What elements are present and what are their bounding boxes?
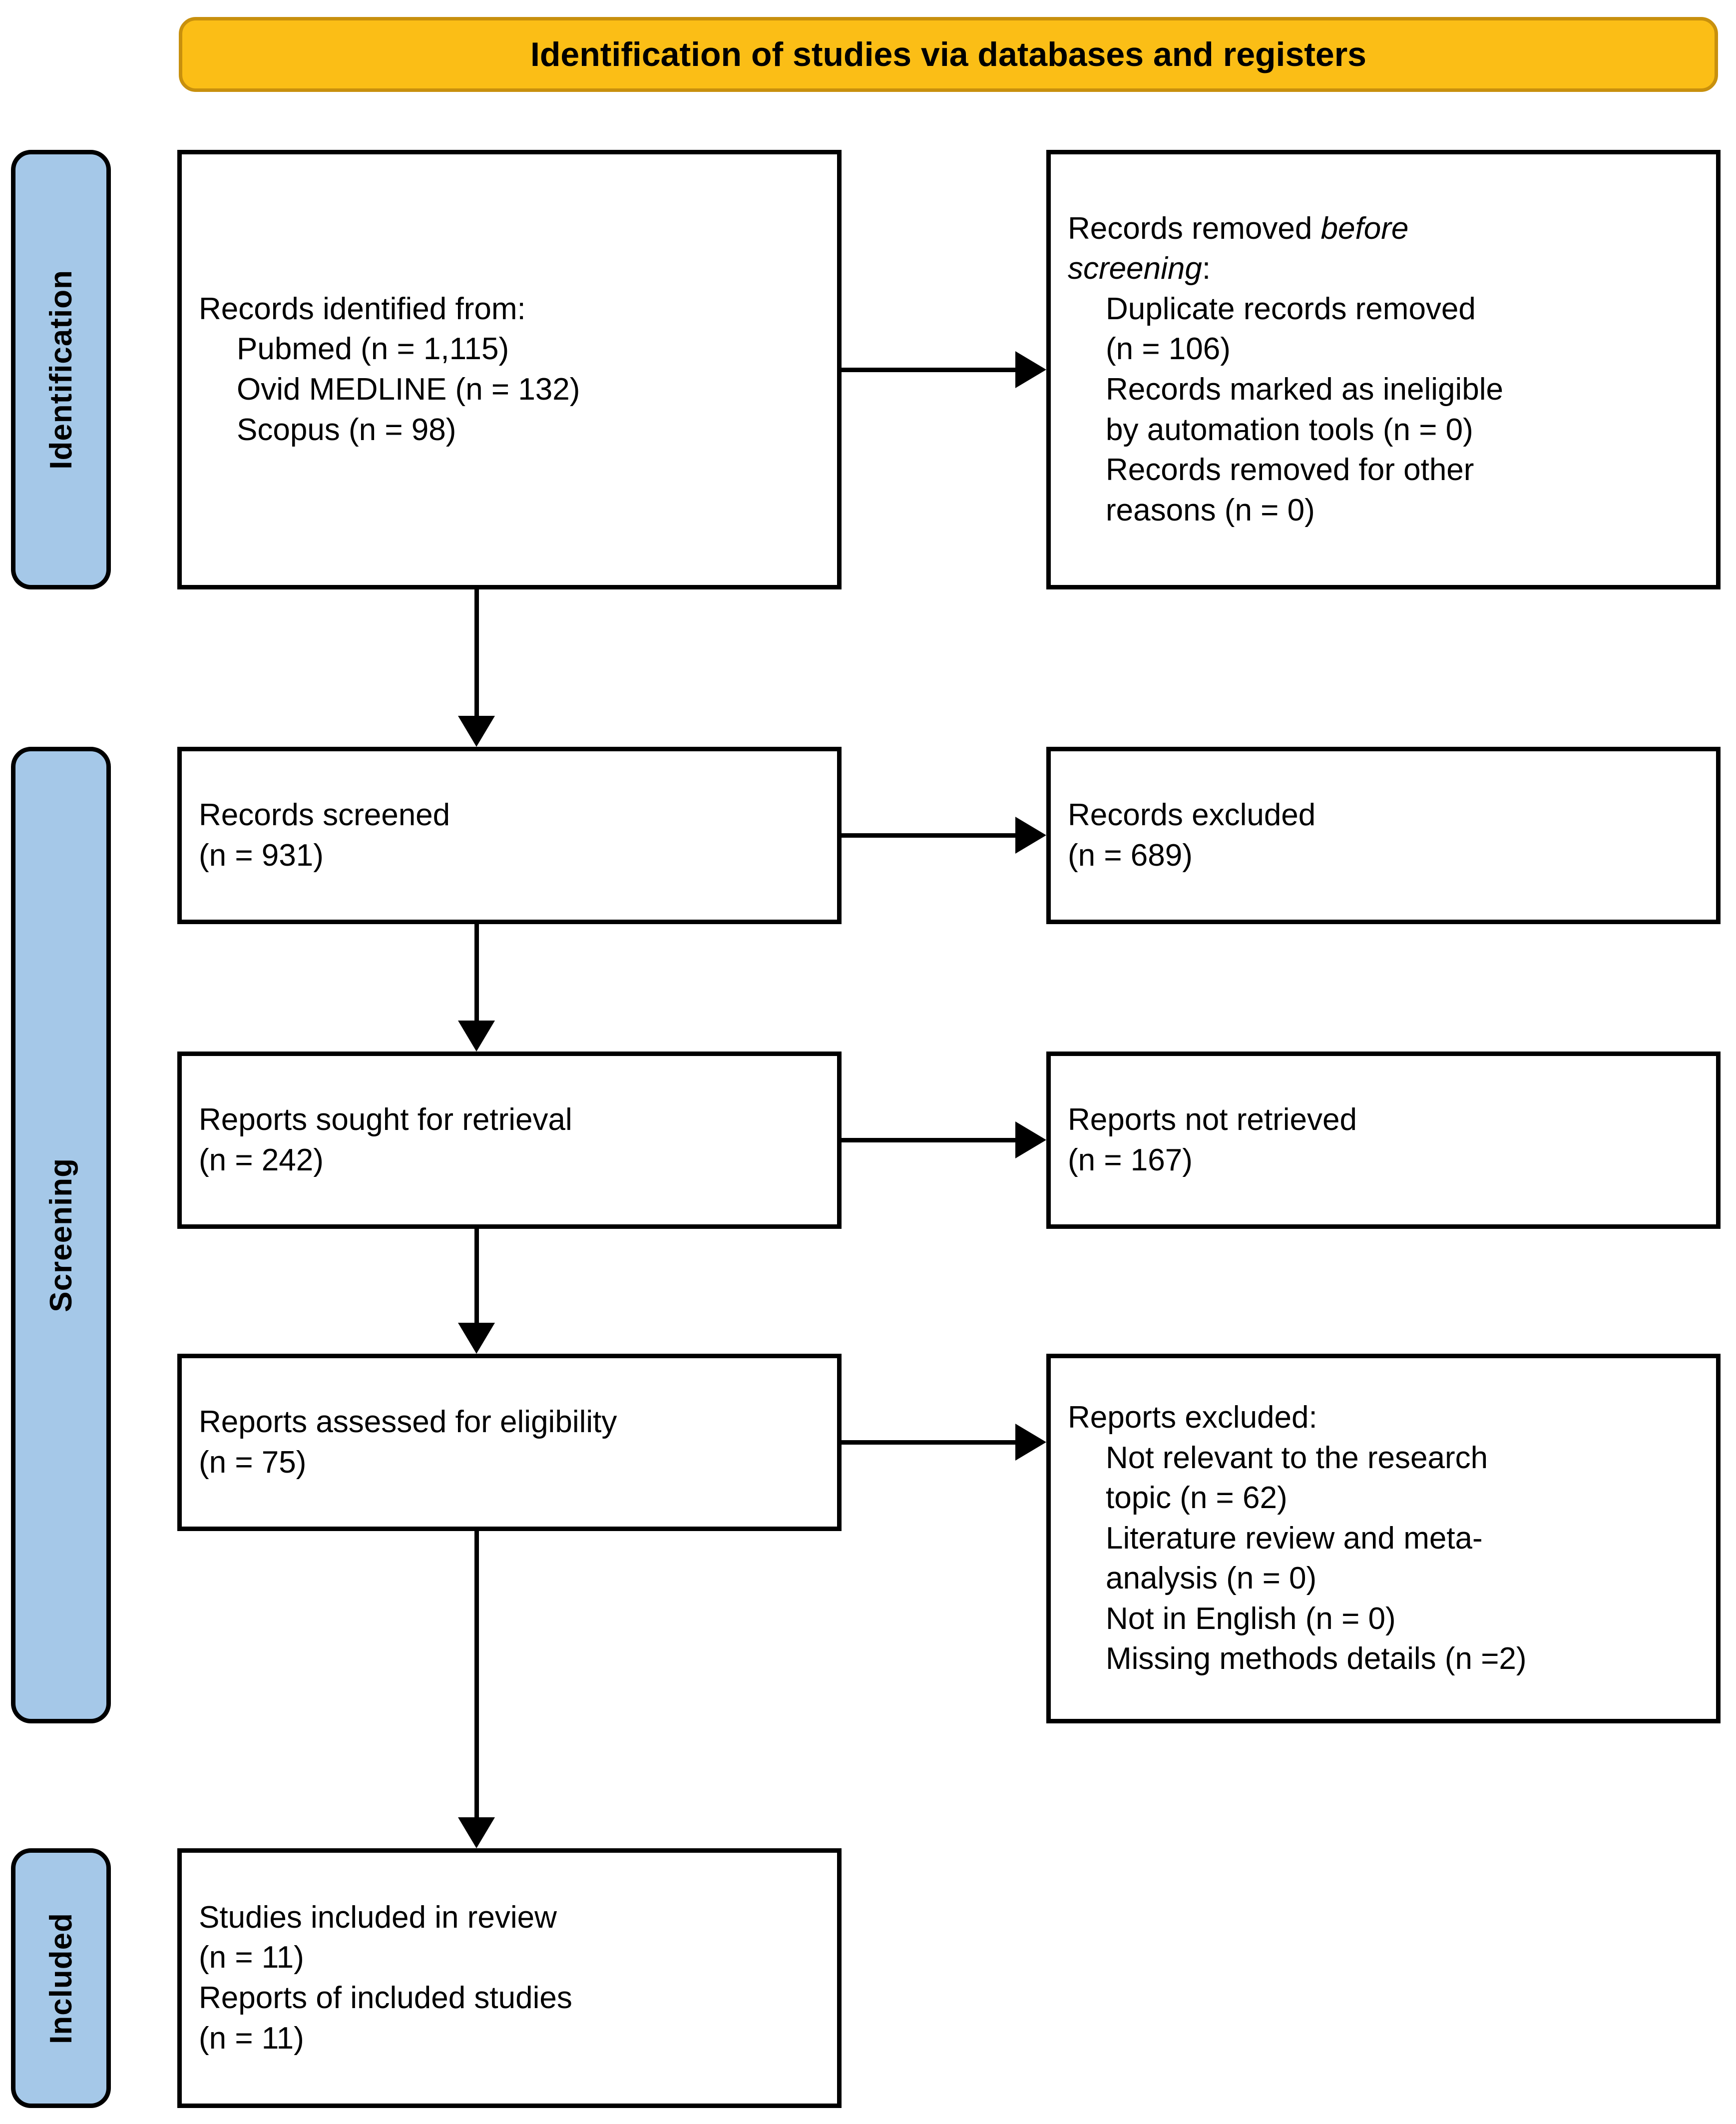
- arrow-stem: [474, 1531, 479, 1818]
- arrow-head-right-icon: [1015, 817, 1046, 854]
- arrow-stem: [474, 589, 479, 717]
- arrow-head-down-icon: [458, 1817, 495, 1848]
- records-removed-ineligible-count: by automation tools (n = 0): [1106, 412, 1473, 447]
- box-reports-sought-for-retrieval: Reports sought for retrieval (n = 242): [177, 1052, 842, 1229]
- box-records-excluded: Records excluded (n = 689): [1046, 747, 1721, 924]
- page-title: Identification of studies via databases …: [530, 35, 1367, 73]
- stage-bar-screening: Screening: [11, 747, 111, 1723]
- reports-eligibility-count: (n = 75): [199, 1445, 307, 1480]
- box-reports-assessed-for-eligibility: Reports assessed for eligibility (n = 75…: [177, 1354, 842, 1531]
- arrow-stem: [474, 1229, 479, 1324]
- records-removed-heading-line1: Records removed before: [1068, 209, 1699, 249]
- reports-eligibility-label: Reports assessed for eligibility: [199, 1404, 617, 1439]
- reports-excluded-literature-review-count: analysis (n = 0): [1106, 1561, 1317, 1596]
- stage-bar-identification: Identification: [11, 150, 111, 589]
- arrow-stem: [842, 368, 1017, 372]
- records-screened-label: Records screened: [199, 797, 450, 832]
- studies-included-count: (n = 11): [199, 1940, 304, 1975]
- records-excluded-label: Records excluded: [1068, 797, 1316, 832]
- arrow-head-right-icon: [1015, 1424, 1046, 1461]
- arrow-head-down-icon: [458, 1323, 495, 1354]
- reports-excluded-not-english: Not in English (n = 0): [1106, 1601, 1396, 1636]
- reports-included-label: Reports of included studies: [199, 1981, 572, 2015]
- reports-excluded-heading: Reports excluded:: [1068, 1400, 1317, 1435]
- reports-excluded-literature-review: Literature review and meta-: [1106, 1521, 1483, 1556]
- records-identified-pubmed: Pubmed (n = 1,115): [237, 332, 509, 367]
- arrow-stem: [474, 924, 479, 1022]
- box-records-identified: Records identified from: Pubmed (n = 1,1…: [177, 150, 842, 589]
- box-studies-included: Studies included in review (n = 11) Repo…: [177, 1848, 842, 2108]
- stage-label-identification: Identification: [43, 270, 78, 470]
- reports-excluded-missing-methods: Missing methods details (n =2): [1106, 1641, 1527, 1676]
- records-identified-scopus: Scopus (n = 98): [237, 412, 456, 447]
- arrow-head-down-icon: [458, 716, 495, 747]
- arrow-screened-to-sought: [458, 924, 495, 1052]
- stage-label-screening: Screening: [43, 1158, 78, 1312]
- reports-excluded-not-relevant-count: topic (n = 62): [1106, 1481, 1288, 1516]
- arrow-head-down-icon: [458, 1021, 495, 1052]
- arrow-head-right-icon: [1015, 351, 1046, 388]
- box-reports-not-retrieved: Reports not retrieved (n = 167): [1046, 1052, 1721, 1229]
- reports-excluded-not-relevant: Not relevant to the research: [1106, 1440, 1488, 1475]
- records-removed-other-count: reasons (n = 0): [1106, 493, 1315, 528]
- arrow-head-right-icon: [1015, 1121, 1046, 1158]
- records-removed-heading-text: Records removed: [1068, 211, 1321, 246]
- box-reports-excluded: Reports excluded: Not relevant to the re…: [1046, 1354, 1721, 1723]
- arrow-stem: [842, 833, 1017, 838]
- arrow-identified-to-screened: [458, 589, 495, 747]
- reports-not-retrieved-label: Reports not retrieved: [1068, 1102, 1357, 1137]
- records-excluded-count: (n = 689): [1068, 838, 1193, 873]
- arrow-sought-to-eligibility: [458, 1229, 495, 1354]
- records-identified-heading: Records identified from:: [199, 291, 526, 326]
- reports-sought-count: (n = 242): [199, 1142, 324, 1177]
- arrow-stem: [842, 1440, 1017, 1445]
- reports-sought-label: Reports sought for retrieval: [199, 1102, 572, 1137]
- records-screened-count: (n = 931): [199, 838, 324, 873]
- records-removed-ineligible: Records marked as ineligible: [1106, 372, 1504, 407]
- stage-label-included: Included: [43, 1912, 78, 2044]
- reports-included-count: (n = 11): [199, 2021, 304, 2056]
- records-removed-duplicates-count: (n = 106): [1106, 332, 1231, 367]
- records-removed-heading-line2: screening:: [1068, 249, 1699, 289]
- records-removed-other: Records removed for other: [1106, 453, 1474, 488]
- records-identified-ovid-medline: Ovid MEDLINE (n = 132): [237, 372, 580, 407]
- arrow-eligibility-to-included: [458, 1531, 495, 1848]
- stage-bar-included: Included: [11, 1848, 111, 2108]
- records-removed-heading-colon: :: [1202, 251, 1211, 286]
- arrow-stem: [842, 1138, 1017, 1142]
- diagram-header-banner: Identification of studies via databases …: [179, 17, 1718, 92]
- records-removed-duplicates: Duplicate records removed: [1106, 291, 1476, 326]
- reports-not-retrieved-count: (n = 167): [1068, 1142, 1193, 1177]
- records-removed-heading-italic-screening: screening: [1068, 251, 1202, 286]
- box-records-removed-before-screening: Records removed before screening: Duplic…: [1046, 150, 1721, 589]
- studies-included-label: Studies included in review: [199, 1900, 557, 1935]
- records-removed-heading-italic-before: before: [1320, 211, 1409, 246]
- box-records-screened: Records screened (n = 931): [177, 747, 842, 924]
